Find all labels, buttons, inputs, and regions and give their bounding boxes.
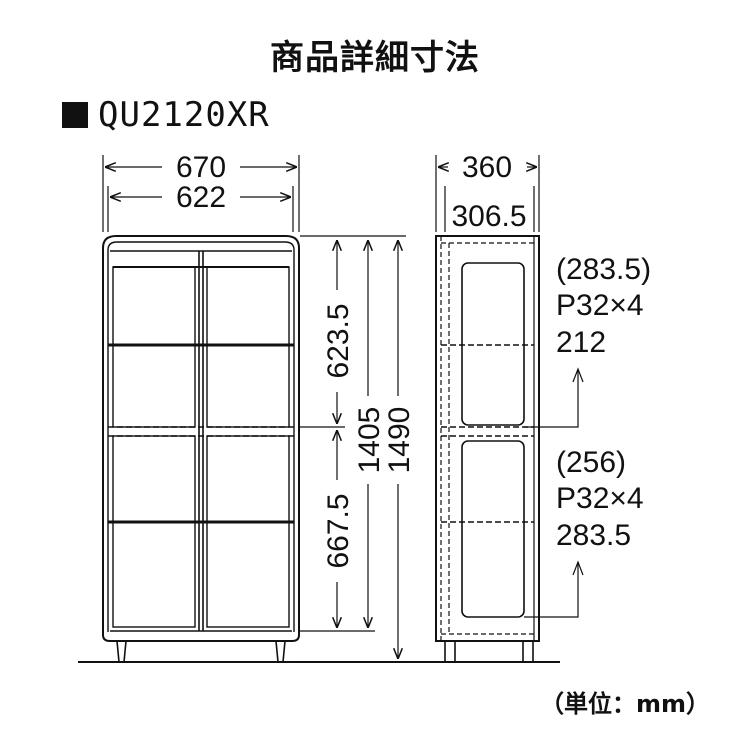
leader-upper xyxy=(524,369,579,428)
upper-shelf-bottom: 212 xyxy=(556,326,606,359)
dim-upper-section-height: 623.5 xyxy=(322,303,355,378)
dim-lower-section-height: 667.5 xyxy=(322,493,355,568)
dim-total-height: 1490 xyxy=(383,407,416,474)
leader-lower xyxy=(524,562,579,618)
unit-note: （単位：mm） xyxy=(539,690,710,718)
front-leg-left xyxy=(116,640,127,663)
front-view xyxy=(102,155,406,663)
lower-shelf-pitch: P32×4 xyxy=(556,482,644,515)
door-panel-lower-left xyxy=(112,435,196,628)
side-panel-upper xyxy=(461,262,525,426)
lower-shelf-top: (256) xyxy=(556,446,626,479)
upper-shelf-pitch: P32×4 xyxy=(556,289,644,322)
front-leg-right xyxy=(275,640,286,663)
door-panel-upper-right xyxy=(206,266,290,428)
side-leg-back xyxy=(522,641,534,663)
model-line: QU2120XR xyxy=(62,95,270,135)
front-outer-frame xyxy=(102,235,300,642)
dim-inner-height: 1405 xyxy=(353,407,386,474)
side-panel-lower xyxy=(461,440,525,618)
page-title: 商品詳細寸法 xyxy=(270,38,480,78)
model-number: QU2120XR xyxy=(98,95,270,135)
door-panel-upper-left xyxy=(112,266,196,428)
door-panel-lower-right xyxy=(206,435,290,628)
lower-shelf-bottom: 283.5 xyxy=(556,519,631,552)
front-inner-frame xyxy=(107,241,295,632)
dim-outer-depth: 360 xyxy=(462,151,512,184)
dim-inner-width: 622 xyxy=(176,181,226,214)
side-outer-frame xyxy=(435,235,540,642)
dim-outer-width: 670 xyxy=(176,151,226,184)
bullet-square-icon xyxy=(62,102,88,128)
upper-shelf-top: (283.5) xyxy=(556,253,651,286)
side-view xyxy=(435,155,584,663)
side-leg-front xyxy=(444,641,456,663)
dim-inner-depth: 306.5 xyxy=(451,200,526,233)
